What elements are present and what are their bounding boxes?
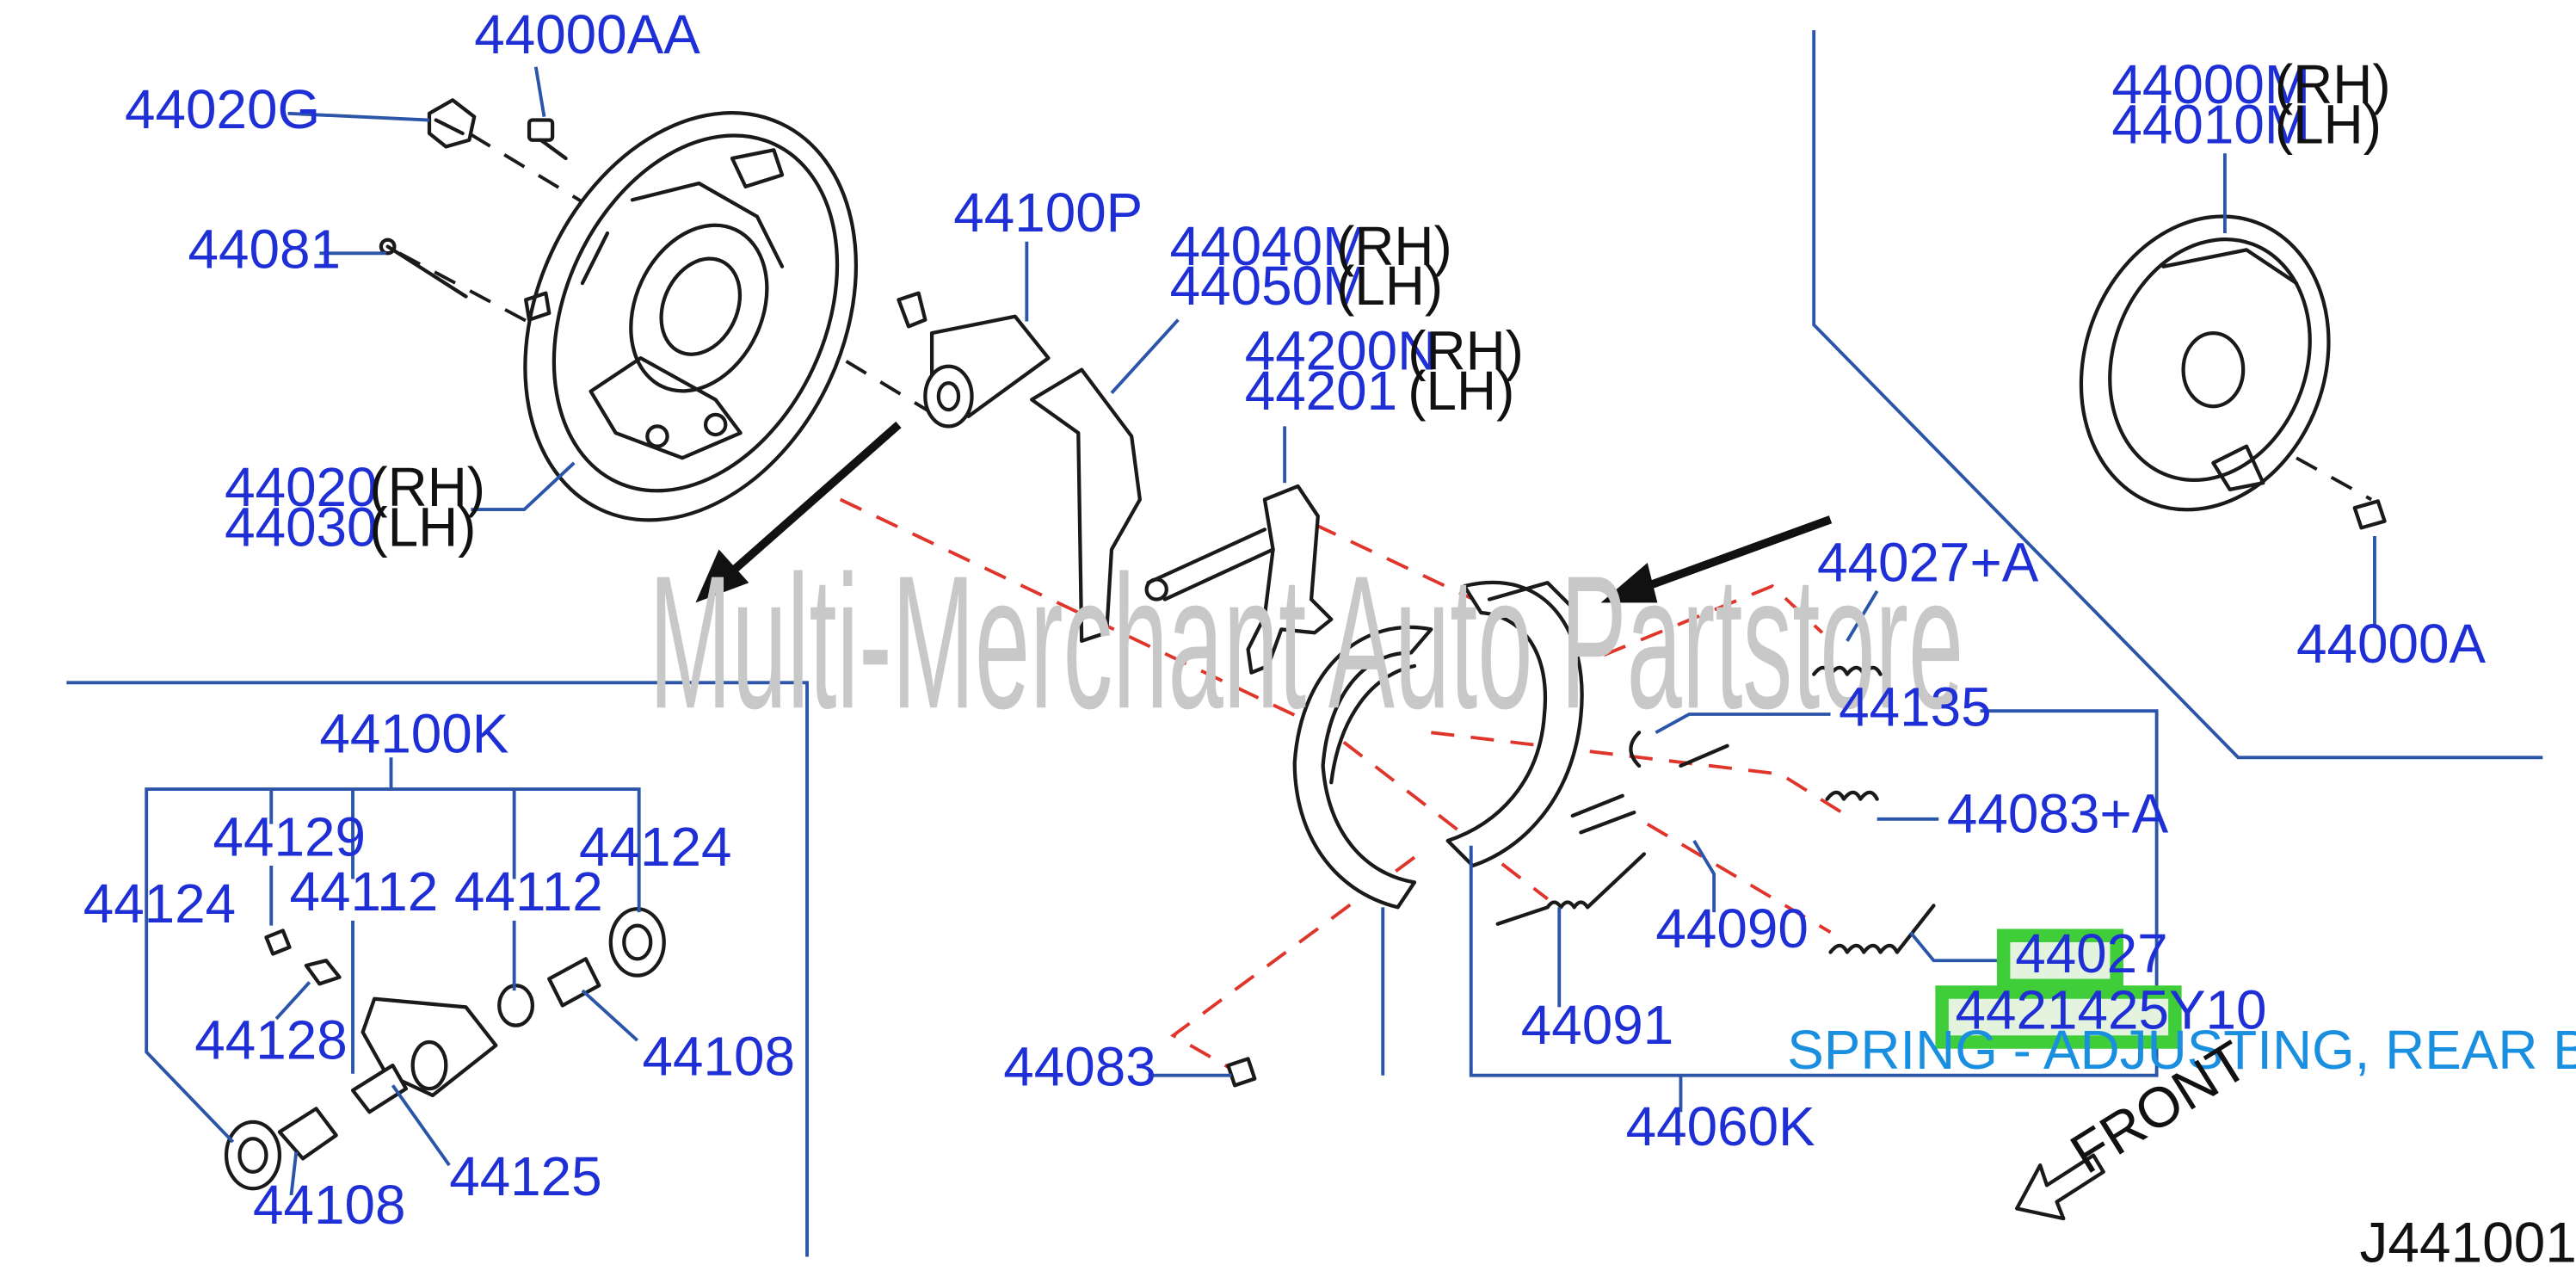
part-label-44027-highlighted[interactable]: 44027	[2015, 922, 2167, 984]
drum-assembly-drawing	[2079, 214, 2387, 530]
part-label-44124[interactable]: 44124	[579, 816, 731, 878]
part-label-44135[interactable]: 44135	[1839, 676, 1991, 738]
springs-drawing	[1226, 665, 1936, 1088]
part-label-44100P[interactable]: 44100P	[953, 182, 1143, 244]
part-label-44060K[interactable]: 44060K	[1626, 1095, 1815, 1157]
side-label-rh: (RH)	[1408, 320, 1524, 382]
part-label-44000AA[interactable]: 44000AA	[474, 3, 700, 65]
side-label-rh: (RH)	[1336, 215, 1452, 277]
part-label-44010M[interactable]: 44010M	[2111, 94, 2310, 156]
part-label-44129[interactable]: 44129	[213, 805, 366, 867]
part-label-44020[interactable]: 44020	[225, 456, 377, 518]
part-label-44030[interactable]: 44030	[225, 497, 377, 558]
part-label-44083-A[interactable]: 44083+A	[1947, 782, 2169, 844]
part-label-44083[interactable]: 44083	[1003, 1035, 1156, 1097]
watermark-text: Multi-Merchant Auto Partstore	[649, 535, 1963, 748]
part-label-44108[interactable]: 44108	[253, 1174, 405, 1236]
side-label-lh: (LH)	[1408, 360, 1514, 422]
part-label-44081[interactable]: 44081	[188, 219, 341, 281]
part-label-44000M[interactable]: 44000M	[2111, 53, 2310, 115]
part-label-44027-A[interactable]: 44027+A	[1817, 531, 2039, 593]
part-label-44050M[interactable]: 44050M	[1170, 255, 1369, 317]
part-label-44040M[interactable]: 44040M	[1170, 215, 1369, 277]
part-label-44100K[interactable]: 44100K	[319, 702, 508, 764]
part-label-44112[interactable]: 44112	[290, 861, 439, 922]
cylinder-kit-drawing	[224, 907, 666, 1191]
diagram-code: J441001V	[2360, 1210, 2576, 1274]
direction-arrows	[695, 421, 1833, 603]
part-labels: 44000AA 44020G 44081 44020 (RH) 44030 (L…	[83, 3, 2576, 1236]
lever-plate-drawing	[1030, 367, 1142, 644]
part-label-44108[interactable]: 44108	[643, 1026, 795, 1088]
part-label-44090[interactable]: 44090	[1655, 898, 1808, 959]
side-label-lh: (LH)	[2275, 94, 2382, 156]
oem-number-highlighted[interactable]: 4421425Y10	[1956, 979, 2267, 1041]
part-label-44091[interactable]: 44091	[1521, 994, 1673, 1056]
backing-plate-drawing	[523, 110, 859, 522]
parking-lever-drawing	[1144, 484, 1334, 675]
part-label-44200N[interactable]: 44200N	[1245, 320, 1438, 382]
small-hardware-top-left	[379, 98, 568, 322]
front-direction-arrow	[2015, 1153, 2105, 1221]
wheel-cylinder-drawing	[897, 291, 1051, 429]
side-label-lh: (LH)	[369, 497, 476, 558]
side-label-rh: (RH)	[369, 456, 485, 518]
side-label-rh: (RH)	[2275, 53, 2391, 115]
highlight-box-part	[1996, 928, 2123, 992]
part-label-44128[interactable]: 44128	[194, 1009, 347, 1070]
leader-lines	[145, 66, 2376, 1196]
part-description: SPRING - ADJUSTING, REAR BRAKE	[1787, 1019, 2576, 1081]
part-label-44020G[interactable]: 44020G	[125, 78, 320, 140]
part-label-44201[interactable]: 44201	[1245, 360, 1397, 422]
side-label-lh: (LH)	[1336, 255, 1443, 317]
section-frames	[66, 30, 2543, 1257]
part-label-44000A[interactable]: 44000A	[2296, 613, 2486, 675]
part-label-44124[interactable]: 44124	[83, 873, 236, 935]
highlight-box-oem	[1935, 985, 2182, 1049]
part-label-44125[interactable]: 44125	[449, 1145, 601, 1207]
brake-shoes-drawing	[1292, 580, 1584, 910]
part-label-44112[interactable]: 44112	[454, 861, 603, 922]
